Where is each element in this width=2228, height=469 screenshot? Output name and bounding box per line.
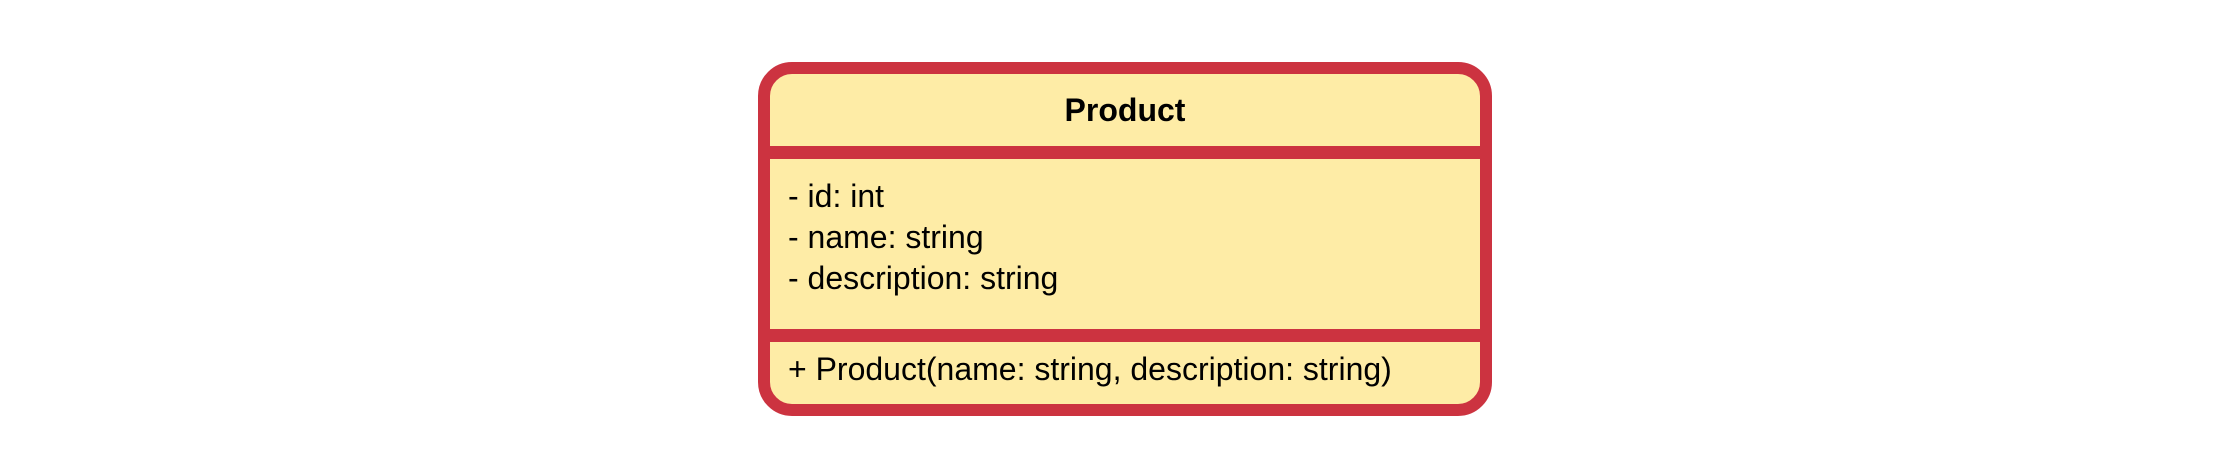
method-constructor: + Product(name: string, description: str… bbox=[788, 351, 1392, 387]
methods-compartment: + Product(name: string, description: str… bbox=[788, 349, 1470, 390]
attribute-name: - name: string bbox=[788, 219, 984, 255]
header-divider bbox=[770, 146, 1480, 159]
attributes-compartment: - id: int - name: string - description: … bbox=[788, 176, 1470, 299]
attributes-divider bbox=[770, 329, 1480, 342]
attribute-description: - description: string bbox=[788, 260, 1059, 296]
class-name: Product bbox=[1064, 91, 1186, 128]
class-header: Product bbox=[770, 74, 1480, 146]
uml-class-product[interactable]: Product - id: int - name: string - descr… bbox=[758, 62, 1492, 416]
attribute-id: - id: int bbox=[788, 178, 885, 214]
